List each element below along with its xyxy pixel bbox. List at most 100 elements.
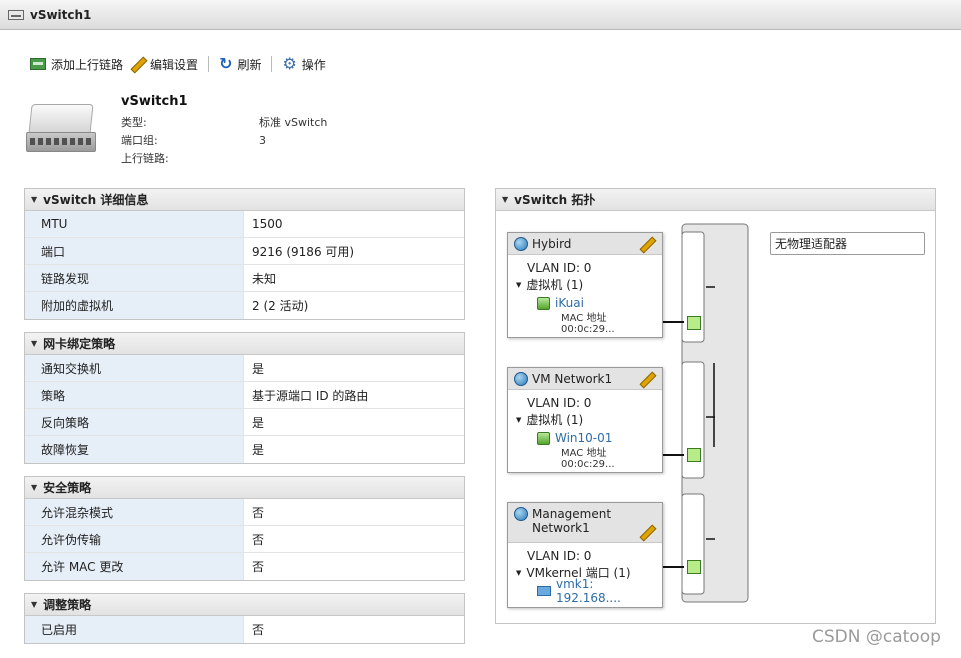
row-value: 否 <box>252 505 265 520</box>
panel-title: 网卡绑定策略 <box>43 337 116 351</box>
port-segment <box>681 493 705 595</box>
edit-portgroup-pencil-icon[interactable] <box>640 525 654 539</box>
physical-adapter-box[interactable]: 无物理适配器 <box>770 232 925 255</box>
refresh-icon: ↻ <box>219 54 233 73</box>
refresh-label: 刷新 <box>237 57 262 72</box>
portgroup-card-vm-network1[interactable]: VM Network1 VLAN ID: 0 ▼虚拟机 (1) Win10-01… <box>507 367 663 473</box>
portgroup-name: Hybird <box>532 237 572 251</box>
vmkernel-link[interactable]: vmk1: 192.168.... <box>555 577 621 605</box>
portgroup-name: VM Network1 <box>532 372 613 386</box>
shaping-panel-header[interactable]: ▼ 调整策略 <box>25 594 464 616</box>
row-key: 附加的虚拟机 <box>25 292 244 319</box>
vswitch-icon <box>8 9 24 20</box>
actions-button[interactable]: ⚙ 操作 <box>278 56 329 73</box>
security-panel-header[interactable]: ▼ 安全策略 <box>25 477 464 499</box>
network-globe-icon <box>514 237 528 251</box>
portgroup-card-hybird[interactable]: Hybird VLAN ID: 0 ▼虚拟机 (1) iKuai MAC 地址 … <box>507 232 663 338</box>
vmkernel-group-label: VMkernel 端口 (1) <box>526 566 631 580</box>
panel-title: vSwitch 详细信息 <box>43 193 149 207</box>
table-row: 附加的虚拟机 2 (2 活动) <box>25 292 464 319</box>
panel-title: vSwitch 拓扑 <box>514 193 596 207</box>
table-row: 允许伪传输否 <box>25 526 464 553</box>
table-row: 通知交换机是 <box>25 355 464 382</box>
port-connector-icon[interactable] <box>687 448 701 462</box>
portgroup-header: Management Network1 <box>508 503 662 543</box>
port-connector-icon[interactable] <box>687 560 701 574</box>
collapse-caret-icon: ▼ <box>31 339 38 348</box>
security-panel: ▼ 安全策略 允许混杂模式否 允许伪传输否 允许 MAC 更改否 <box>24 476 465 581</box>
port-segment <box>681 231 705 343</box>
row-key: 允许混杂模式 <box>25 499 244 525</box>
portgroup-header: Hybird <box>508 233 662 255</box>
row-value: 9216 (9186 可用) <box>252 244 355 259</box>
vm-icon <box>537 431 550 445</box>
row-value: 是 <box>252 361 265 376</box>
actions-label: 操作 <box>301 57 326 72</box>
row-value: 是 <box>252 415 265 430</box>
vm-link[interactable]: Win10-01 <box>555 431 613 445</box>
row-key: 允许伪传输 <box>25 526 244 552</box>
table-row: 允许混杂模式否 <box>25 499 464 526</box>
row-key: 故障恢复 <box>25 436 244 463</box>
vlan-id: VLAN ID: 0 <box>527 395 592 410</box>
vlan-id: VLAN ID: 0 <box>527 260 592 275</box>
row-value: 2 (2 活动) <box>252 299 309 313</box>
collapse-caret-icon: ▼ <box>31 600 38 609</box>
add-uplink-button[interactable]: 添加上行链路 <box>26 56 127 73</box>
teaming-panel: ▼ 网卡绑定策略 通知交换机是 策略基于源端口 ID 的路由 反向策略是 故障恢… <box>24 332 465 464</box>
teaming-panel-header[interactable]: ▼ 网卡绑定策略 <box>25 333 464 355</box>
vm-item[interactable]: iKuai <box>508 293 662 313</box>
portgroup-body: VLAN ID: 0 ▼虚拟机 (1) Win10-01 MAC 地址 00:0… <box>508 390 662 472</box>
pencil-icon <box>131 57 145 71</box>
summary-value: 标准 vSwitch <box>259 116 328 129</box>
summary-key: 上行链路: <box>121 152 169 165</box>
port-connector-icon[interactable] <box>687 316 701 330</box>
collapse-caret-icon: ▼ <box>31 195 38 204</box>
vm-item[interactable]: Win10-01 <box>508 428 662 448</box>
vm-group-toggle[interactable]: ▼虚拟机 (1) <box>508 276 662 293</box>
expand-caret-icon: ▼ <box>516 415 522 424</box>
panel-title: 安全策略 <box>43 481 92 495</box>
vswitch-name: vSwitch1 <box>121 94 188 109</box>
row-value: 未知 <box>252 271 277 286</box>
edit-settings-button[interactable]: 编辑设置 <box>127 56 202 73</box>
mac-address: MAC 地址 00:0c:29... <box>561 313 615 335</box>
portgroup-header: VM Network1 <box>508 368 662 390</box>
row-value: 否 <box>252 532 265 547</box>
summary-key: 端口组: <box>121 134 158 147</box>
details-panel-header[interactable]: ▼ vSwitch 详细信息 <box>25 189 464 211</box>
topology-panel-header[interactable]: ▼ vSwitch 拓扑 <box>496 189 935 211</box>
table-row: 允许 MAC 更改否 <box>25 553 464 580</box>
add-uplink-label: 添加上行链路 <box>51 57 124 72</box>
vm-link[interactable]: iKuai <box>555 296 584 310</box>
topology-panel: ▼ vSwitch 拓扑 Hybird VLAN ID: 0 ▼虚拟机 (1) … <box>495 188 936 624</box>
edit-portgroup-pencil-icon[interactable] <box>640 237 654 251</box>
row-key: 反向策略 <box>25 409 244 435</box>
shaping-panel: ▼ 调整策略 已启用否 <box>24 593 465 644</box>
row-key: 端口 <box>25 238 244 264</box>
watermark: CSDN @catoop <box>812 627 941 647</box>
row-key: 通知交换机 <box>25 355 244 381</box>
row-key: 允许 MAC 更改 <box>25 553 244 580</box>
portgroup-body: VLAN ID: 0 ▼VMkernel 端口 (1) vmk1: 192.16… <box>508 543 662 607</box>
vlan-id: VLAN ID: 0 <box>527 548 592 563</box>
toolbar: 添加上行链路 编辑设置 ↻ 刷新 ⚙ 操作 <box>26 54 330 74</box>
vmkernel-nic-icon <box>537 586 551 596</box>
edit-settings-label: 编辑设置 <box>150 57 199 72</box>
refresh-button[interactable]: ↻ 刷新 <box>215 56 265 73</box>
edit-portgroup-pencil-icon[interactable] <box>640 372 654 386</box>
collapse-caret-icon: ▼ <box>502 195 509 204</box>
toolbar-separator <box>271 56 273 72</box>
vmkernel-group-toggle[interactable]: ▼VMkernel 端口 (1) <box>508 564 662 581</box>
summary-row: 上行链路: <box>121 149 327 167</box>
table-row: 链路发现未知 <box>25 265 464 292</box>
row-key: 策略 <box>25 382 244 408</box>
vmkernel-item[interactable]: vmk1: 192.168.... <box>508 577 662 605</box>
table-row: 已启用否 <box>25 616 464 643</box>
table-row: 反向策略是 <box>25 409 464 436</box>
vm-icon <box>537 296 550 310</box>
vm-group-toggle[interactable]: ▼虚拟机 (1) <box>508 411 662 428</box>
row-value: 1500 <box>252 217 283 231</box>
portgroup-card-management-network1[interactable]: Management Network1 VLAN ID: 0 ▼VMkernel… <box>507 502 663 608</box>
